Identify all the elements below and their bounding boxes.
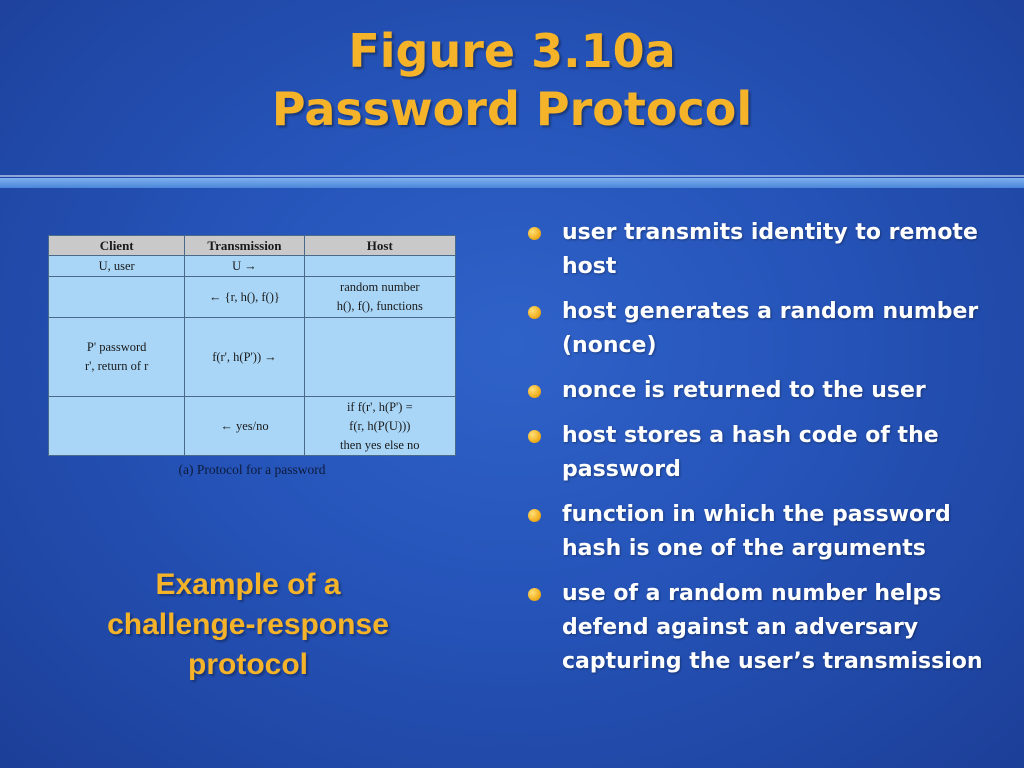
bullet-text: user transmits identity to remote host bbox=[562, 220, 978, 279]
figure-caption: (a) Protocol for a password bbox=[178, 462, 326, 477]
cell-text: P' password bbox=[86, 340, 147, 354]
cell-client: P' password r', return of r bbox=[47, 317, 186, 397]
cell-client bbox=[47, 276, 186, 318]
example-line: challenge-response bbox=[107, 608, 389, 641]
bullet-dot-icon bbox=[528, 430, 541, 443]
protocol-figure: Client Transmission Host U, user U → ← {… bbox=[47, 235, 457, 478]
table-header-row: Client Transmission Host bbox=[47, 235, 457, 256]
example-label: Example of a challenge-response protocol bbox=[60, 565, 436, 685]
cell-transmission: ← {r, h(), f()} bbox=[184, 276, 305, 318]
bullet-text: host stores a hash code of the password bbox=[562, 423, 939, 482]
bullet-dot-icon bbox=[528, 306, 541, 319]
cell-text: U → bbox=[232, 258, 257, 273]
table-row: U, user U → bbox=[47, 255, 457, 277]
cell-text: then yes else no bbox=[340, 437, 420, 452]
bullet-dot-icon bbox=[528, 509, 541, 522]
cell-client bbox=[47, 396, 186, 456]
bullet-dot-icon bbox=[528, 227, 541, 240]
cell-text: ← yes/no bbox=[220, 418, 269, 433]
title-divider bbox=[0, 178, 1024, 188]
cell-host bbox=[303, 317, 457, 397]
cell-text: h(), f(), functions bbox=[336, 299, 423, 313]
cell-transmission: ← yes/no bbox=[184, 396, 305, 456]
bullet-text: use of a random number helps defend agai… bbox=[562, 581, 983, 674]
bullet-dot-icon bbox=[528, 385, 541, 398]
example-line: protocol bbox=[188, 648, 308, 681]
bullet-item: function in which the password hash is o… bbox=[524, 498, 994, 566]
header-transmission: Transmission bbox=[184, 235, 305, 256]
cell-text: f(r, h(P(U))) bbox=[349, 418, 411, 433]
cell-text: random number bbox=[340, 280, 420, 294]
cell-host: if f(r', h(P') = f(r, h(P(U))) then yes … bbox=[303, 396, 457, 456]
bullet-item: user transmits identity to remote host bbox=[524, 216, 994, 284]
bullet-item: host generates a random number (nonce) bbox=[524, 295, 994, 363]
title-line-2: Password Protocol bbox=[271, 82, 753, 136]
table-row: ← yes/no if f(r', h(P') = f(r, h(P(U))) … bbox=[47, 396, 457, 456]
bullet-item: host stores a hash code of the password bbox=[524, 419, 994, 487]
header-host: Host bbox=[303, 235, 457, 256]
bullet-text: host generates a random number (nonce) bbox=[562, 299, 979, 358]
cell-text: ← {r, h(), f()} bbox=[209, 289, 280, 304]
bullet-text: nonce is returned to the user bbox=[562, 378, 926, 403]
cell-host bbox=[303, 255, 457, 277]
cell-text: r', return of r bbox=[84, 359, 149, 373]
header-client: Client bbox=[47, 235, 186, 256]
cell-client: U, user bbox=[47, 255, 186, 277]
cell-transmission: U → bbox=[184, 255, 305, 277]
bullet-item: nonce is returned to the user bbox=[524, 374, 994, 408]
cell-text: U, user bbox=[98, 258, 135, 273]
example-line: Example of a bbox=[155, 568, 341, 601]
bullet-text: function in which the password hash is o… bbox=[562, 502, 951, 561]
divider-highlight bbox=[0, 175, 1024, 177]
bullet-list: user transmits identity to remote host h… bbox=[524, 216, 994, 690]
table-row: P' password r', return of r f(r', h(P'))… bbox=[47, 317, 457, 397]
bullet-dot-icon bbox=[528, 588, 541, 601]
cell-host: random number h(), f(), functions bbox=[303, 276, 457, 318]
cell-text: if f(r', h(P') = bbox=[346, 399, 413, 414]
slide-title: Figure 3.10a Password Protocol bbox=[0, 22, 1024, 138]
cell-transmission: f(r', h(P')) → bbox=[184, 317, 305, 397]
table-row: ← {r, h(), f()} random number h(), f(), … bbox=[47, 276, 457, 318]
bullet-item: use of a random number helps defend agai… bbox=[524, 577, 994, 679]
protocol-table: Client Transmission Host U, user U → ← {… bbox=[47, 235, 457, 456]
cell-text: f(r', h(P')) → bbox=[212, 349, 277, 364]
title-line-1: Figure 3.10a bbox=[348, 24, 676, 78]
